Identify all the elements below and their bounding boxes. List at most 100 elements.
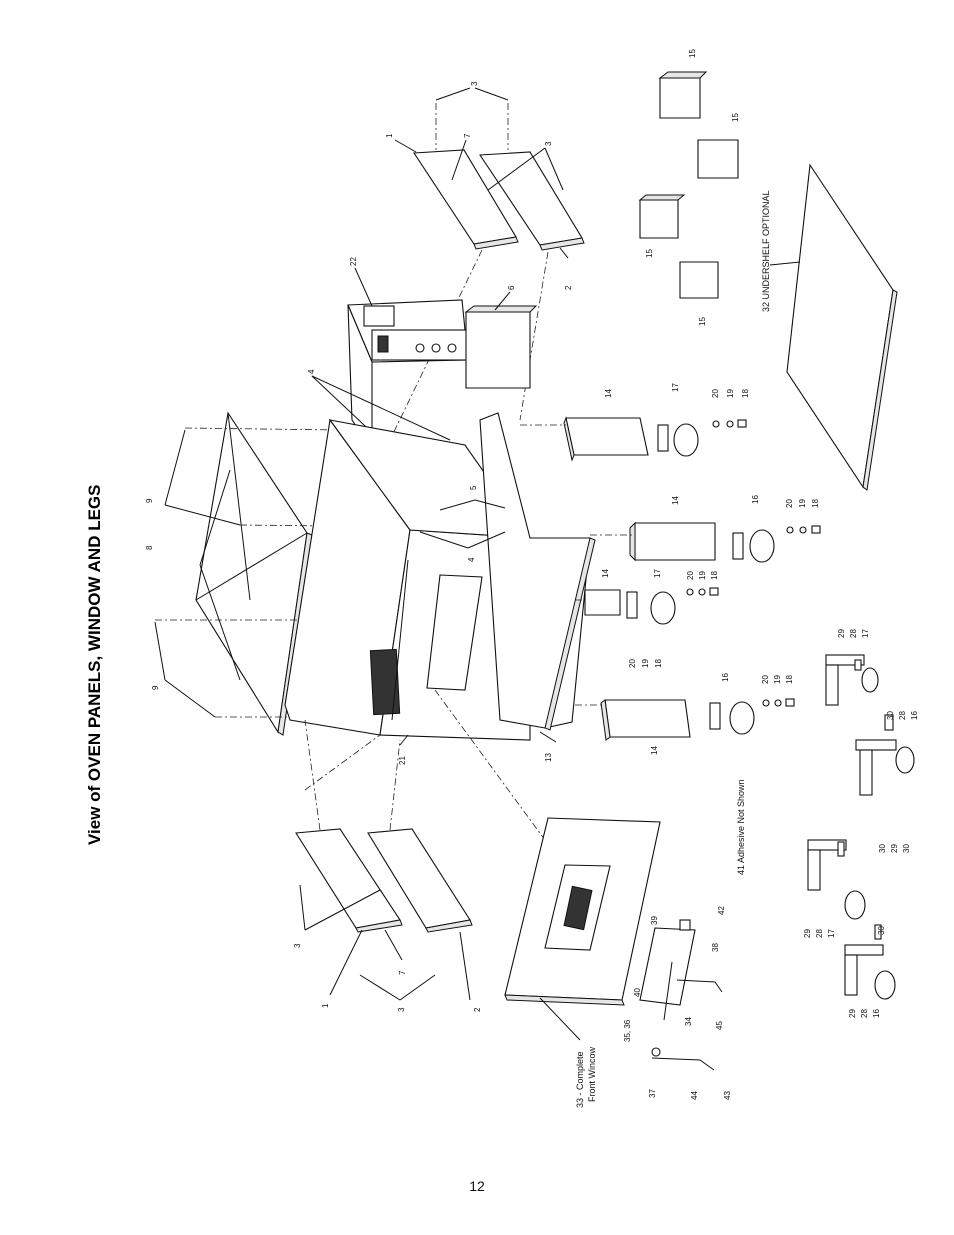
callout-7: 7 <box>398 970 407 975</box>
leg-assembly-2 <box>629 521 821 563</box>
callout-30: 30 <box>877 926 886 935</box>
leg-assembly-1 <box>563 416 747 462</box>
callout-18: 18 <box>811 499 820 508</box>
callout-18: 18 <box>785 675 794 684</box>
right-side-panels <box>389 103 585 441</box>
callout-20: 20 <box>686 571 695 580</box>
callout-40: 40 <box>633 988 642 997</box>
oven-base <box>479 412 596 731</box>
callout-1: 1 <box>385 133 394 138</box>
callout-14: 14 <box>671 496 680 505</box>
bracket-15d <box>679 261 719 299</box>
leg-assembly-4 <box>600 698 795 741</box>
callout-17: 17 <box>653 569 662 578</box>
leg-assembly-3 <box>584 587 719 625</box>
callout-39: 39 <box>650 916 659 925</box>
callout-15: 15 <box>731 113 740 122</box>
oven-top-panel <box>195 411 313 736</box>
callout-3: 3 <box>544 141 553 146</box>
callout-19: 19 <box>798 499 807 508</box>
callout-35-36: 35, 36 <box>623 1019 632 1042</box>
callout-20: 20 <box>628 659 637 668</box>
callout-30: 30 <box>878 844 887 853</box>
front-window-note-line1: 33 - Complete <box>575 1051 585 1108</box>
undershelf <box>786 163 898 491</box>
callout-45: 45 <box>715 1021 724 1030</box>
callout-20: 20 <box>785 499 794 508</box>
callout-16: 16 <box>721 673 730 682</box>
callout-28: 28 <box>815 929 824 938</box>
callout-17: 17 <box>671 383 680 392</box>
callout-29: 29 <box>890 844 899 853</box>
caster-set-4 <box>844 924 896 1000</box>
callout-2: 2 <box>564 285 573 290</box>
callout-19: 19 <box>773 675 782 684</box>
caster-set-3 <box>807 839 866 920</box>
callout-42: 42 <box>717 906 726 915</box>
callout-19: 19 <box>726 389 735 398</box>
oven-body <box>284 418 532 741</box>
callout-30: 30 <box>902 844 911 853</box>
callout-3: 3 <box>397 1007 406 1012</box>
callout-30: 30 <box>886 711 895 720</box>
callout-20: 20 <box>711 389 720 398</box>
diagram-title: View of OVEN PANELS, WINDOW AND LEGS <box>85 485 104 846</box>
window-hardware <box>639 919 723 1071</box>
callout-15: 15 <box>688 49 697 58</box>
callout-7: 7 <box>463 133 472 138</box>
callout-18: 18 <box>741 389 750 398</box>
control-door <box>464 305 538 389</box>
caster-set-2 <box>855 714 915 796</box>
callout-17: 17 <box>861 629 870 638</box>
callout-18: 18 <box>654 659 663 668</box>
bracket-15b <box>697 139 739 179</box>
callout-17: 17 <box>827 929 836 938</box>
adhesive-note: 41 Adhesive Not Shown <box>736 779 746 875</box>
bracket-15c <box>638 194 686 239</box>
callout-16: 16 <box>872 1009 881 1018</box>
callout-14: 14 <box>650 746 659 755</box>
callout-4: 4 <box>467 557 476 562</box>
callout-4: 4 <box>307 369 316 374</box>
page-number: 12 <box>469 1178 485 1194</box>
left-side-panels <box>295 828 473 933</box>
callout-22: 22 <box>349 257 358 266</box>
callout-labels: 3 1 7 3 2 22 6 4 9 8 9 5 4 21 13 14 17 2… <box>145 49 919 1100</box>
front-window-assembly <box>504 817 661 1006</box>
callout-29: 29 <box>803 929 812 938</box>
callout-14: 14 <box>601 569 610 578</box>
callout-28: 28 <box>898 711 907 720</box>
callout-44: 44 <box>690 1091 699 1100</box>
callout-28: 28 <box>849 629 858 638</box>
bracket-15a <box>658 71 708 119</box>
callout-28: 28 <box>860 1009 869 1018</box>
callout-16: 16 <box>910 711 919 720</box>
callout-3: 3 <box>293 943 302 948</box>
callout-18: 18 <box>710 571 719 580</box>
callout-9: 9 <box>145 498 154 503</box>
callout-29: 29 <box>848 1009 857 1018</box>
callout-8: 8 <box>145 545 154 550</box>
callout-15: 15 <box>645 249 654 258</box>
control-box <box>347 299 469 452</box>
callout-2: 2 <box>473 1007 482 1012</box>
undershelf-note: 32 UNDERSHELF OPTIONAL <box>761 190 771 312</box>
callout-14: 14 <box>604 389 613 398</box>
callout-5: 5 <box>469 485 478 490</box>
callout-38: 38 <box>711 943 720 952</box>
callout-16: 16 <box>751 495 760 504</box>
callout-29: 29 <box>837 629 846 638</box>
callout-9: 9 <box>151 685 160 690</box>
callout-3: 3 <box>470 81 479 86</box>
callout-34: 34 <box>684 1017 693 1026</box>
callout-19: 19 <box>641 659 650 668</box>
callout-20: 20 <box>761 675 770 684</box>
callout-13: 13 <box>544 753 553 762</box>
callout-37: 37 <box>648 1089 657 1098</box>
callout-19: 19 <box>698 571 707 580</box>
front-window-note-line2: Front Wincow <box>587 1046 597 1102</box>
callout-1: 1 <box>321 1003 330 1008</box>
callout-21: 21 <box>398 756 407 765</box>
callout-43: 43 <box>723 1091 732 1100</box>
